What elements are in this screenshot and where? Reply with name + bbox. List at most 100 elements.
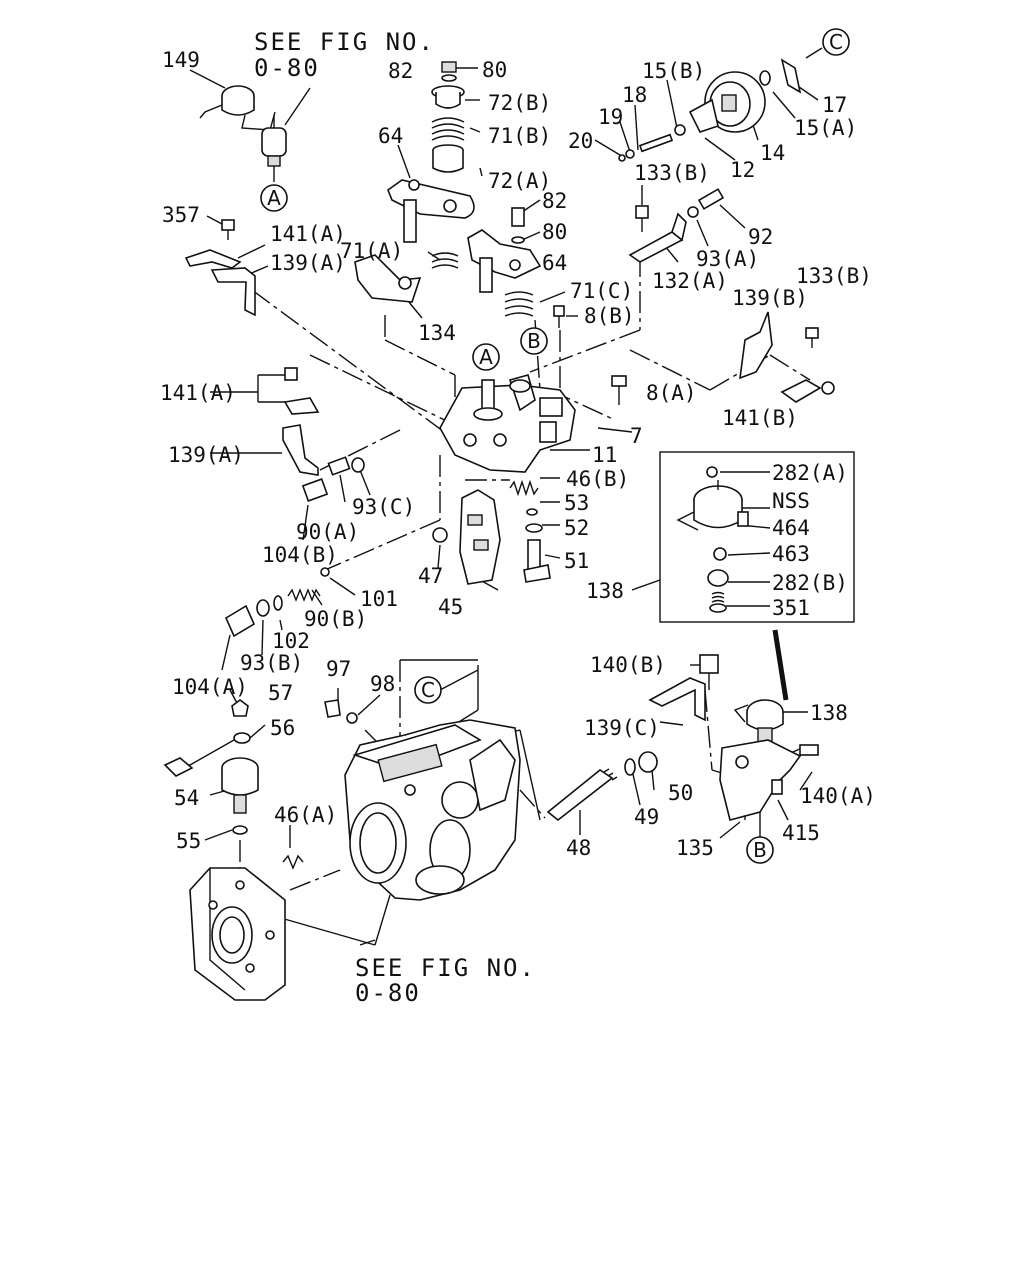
part-8A-screw [611,375,627,405]
part-label: 102 [272,629,310,653]
part-label: 52 [564,516,589,540]
part-label: 140(A) [800,784,876,808]
part-label: 45 [438,595,463,619]
reference-note-line1: SEE FIG NO. [254,28,435,56]
part-label: 104(B) [262,543,338,567]
part-104A-fitting [224,567,330,638]
part-45-bracket [432,489,501,585]
part-stack-top [431,61,465,173]
part-label: 464 [772,516,810,540]
part-label: 64 [378,124,403,148]
part-label: 51 [564,549,589,573]
part-label: 93(A) [696,247,759,271]
part-label: 12 [730,158,755,182]
part-label: 357 [162,203,200,227]
part-label: 132(A) [652,269,728,293]
part-label: 18 [622,83,647,107]
part-18-pin [618,124,686,162]
part-pump-body [344,719,521,901]
part-label: 90(B) [304,607,367,631]
reference-note-top: SEE FIG NO. 0-80 [254,28,435,82]
part-label: 141(A) [270,222,346,246]
connector-letter: C [421,678,435,702]
part-sensor-threaded [261,115,287,167]
part-label: 49 [634,805,659,829]
part-11-governor-housing [439,374,576,473]
part-139B-bracket [739,311,835,403]
part-label: 53 [564,491,589,515]
part-label: 98 [370,672,395,696]
part-label: 463 [772,542,810,566]
part-label: 139(A) [270,251,346,275]
part-label: 101 [360,587,398,611]
part-label: 351 [772,596,810,620]
connector-letter: B [753,838,767,862]
part-labels: 149 82 80 72(B) 71(B) 72(A) 64 15(B) 18 … [160,48,876,860]
reference-note-line1: SEE FIG NO. [355,954,536,982]
part-flange-plate [189,867,286,1001]
part-139A-bracket-top [184,219,256,317]
connector-A-top: A [260,184,288,212]
part-label: 57 [268,681,293,705]
part-label: 80 [542,220,567,244]
part-label: 46(B) [566,467,629,491]
part-48-rod [546,751,658,822]
reference-note-line2: 0-80 [254,54,320,82]
connector-C-bottom: C [414,676,442,704]
part-label: 47 [418,564,443,588]
part-label: 72(A) [488,169,551,193]
part-134-plate [354,252,459,303]
part-label: 17 [822,93,847,117]
part-104B-fitting [301,456,365,502]
part-label: 72(B) [488,91,551,115]
part-label: 93(B) [240,651,303,675]
part-label: 55 [176,829,201,853]
part-label: 282(B) [772,571,848,595]
part-label: 48 [566,836,591,860]
part-149-sensor [199,85,276,131]
part-132A-bracket [628,205,687,263]
part-label: 141(A) [160,381,236,405]
part-label: 50 [668,781,693,805]
part-label: 133(B) [634,161,710,185]
part-label: 8(A) [646,381,697,405]
connector-letter: A [267,186,281,210]
part-92-bolt [687,188,725,218]
part-label: 97 [326,657,351,681]
connector-B-bottom: B [746,836,774,864]
part-54-solenoid [163,699,304,870]
part-label: 149 [162,48,200,72]
part-135-bracket-assembly [648,629,819,821]
part-139A-bracket-lower [282,367,320,476]
part-label: 282(A) [772,461,848,485]
part-label: 71(C) [570,279,633,303]
part-label: 71(B) [488,124,551,148]
reference-note-bottom: SEE FIG NO. 0-80 [355,954,536,1007]
part-12-weights [688,98,719,133]
part-64-lever-mid [467,207,542,293]
part-label: 15(B) [642,59,705,83]
connector-A-mid: A [472,343,500,371]
part-label: 140(B) [590,653,666,677]
part-97-bolt [324,699,358,724]
part-label: 80 [482,58,507,82]
part-label: 15(A) [794,116,857,140]
part-46B-spring [509,479,539,497]
reference-note-line2: 0-80 [355,979,421,1007]
connector-letter: B [527,329,541,353]
connector-C-top: C [822,28,850,56]
part-label: 139(C) [584,716,660,740]
part-71C-spring [504,291,565,328]
part-138-box [659,451,855,623]
part-label: 90(A) [296,520,359,544]
part-64-lever-top [387,179,475,243]
part-label: 82 [388,59,413,83]
part-label: 92 [748,225,773,249]
part-label: 8(B) [584,304,635,328]
connector-letter: A [479,345,493,369]
part-label: 82 [542,189,567,213]
part-label: 93(C) [352,495,415,519]
part-label: 141(B) [722,406,798,430]
part-label: 64 [542,251,567,275]
